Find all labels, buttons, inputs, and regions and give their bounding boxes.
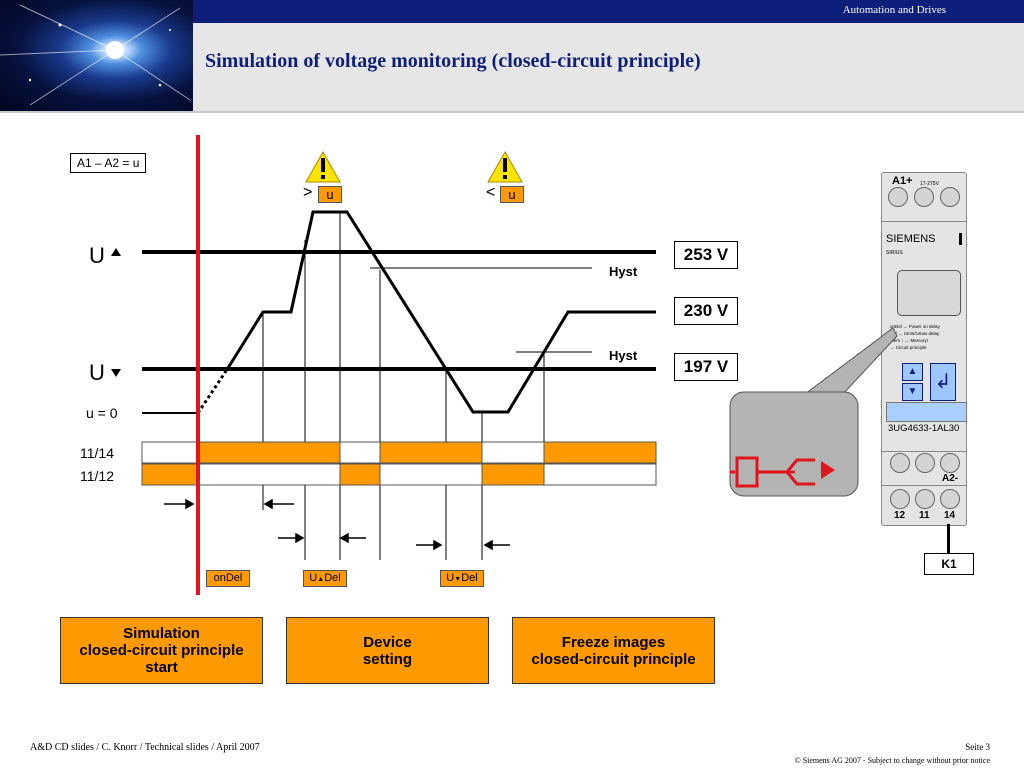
u-up-del-label: U▲Del <box>303 570 347 587</box>
voltage-230-box: 230 V <box>674 297 738 325</box>
voltage-trace <box>226 210 656 414</box>
u-zero-label: u = 0 <box>86 405 118 421</box>
terminal-12-label: 12 <box>894 510 906 521</box>
starfield-image <box>0 0 193 111</box>
terminal-screw-icon <box>890 453 910 473</box>
star-burst-icon <box>0 4 191 106</box>
over-sign: > <box>303 184 313 201</box>
terminal-14-label: 14 <box>944 510 956 521</box>
zoom-callout <box>729 327 898 497</box>
a1-terminal-label: A1+ <box>892 175 913 187</box>
device-settings-legend: onDel → Power on delay Del → Umin/Umax d… <box>890 324 940 350</box>
hyst-lower-label: Hyst <box>609 348 638 363</box>
terminal-screw-icon <box>915 453 935 473</box>
u-lower-label: U <box>89 360 105 385</box>
contact-11-12-label: 11/12 <box>80 468 114 484</box>
supply-label: A1 – A2 = u <box>70 153 147 173</box>
a1-rating: 17-275V <box>920 181 939 187</box>
footer-credit: A&D CD slides / C. Knorr / Technical sli… <box>30 742 260 753</box>
terminal-screw-icon <box>914 187 934 207</box>
contact-11-14-label: 11/14 <box>80 445 114 461</box>
footer-right: Seite 3 © Siemens AG 2007 - Subject to c… <box>794 742 990 765</box>
relay-symbol-icon <box>730 456 815 488</box>
play-arrow-icon <box>821 461 835 479</box>
over-voltage-label: u <box>318 186 342 203</box>
terminal-screw-icon <box>940 453 960 473</box>
terminal-screw-icon <box>890 489 910 509</box>
terminal-screw-icon <box>888 187 908 207</box>
under-sign: < <box>486 184 496 201</box>
top-bar <box>193 0 1024 23</box>
arrow-up-icon <box>111 248 121 256</box>
device-display[interactable] <box>897 270 961 316</box>
brand-text: Automation and Drives <box>842 4 946 16</box>
led-indicator <box>959 233 962 245</box>
voltage-diagram <box>111 135 657 595</box>
k1-wire <box>947 524 950 554</box>
u-down-del-label: U▼Del <box>440 570 484 587</box>
label-strip <box>886 402 967 422</box>
arrow-down-icon <box>111 369 121 377</box>
trace-ramp-dotted <box>196 367 230 414</box>
terminal-screw-icon <box>940 187 960 207</box>
hyst-upper-label: Hyst <box>609 264 638 279</box>
a2-terminal-label: A2- <box>942 473 959 484</box>
enter-button[interactable]: ↲ <box>930 363 956 401</box>
down-button[interactable]: ▼ <box>902 383 923 401</box>
voltage-253-box: 253 V <box>674 241 738 269</box>
device-series: SIRIUS <box>886 250 903 256</box>
relay-device: A1+ 17-275V SIEMENS SIRIUS onDel → Power… <box>881 172 967 526</box>
ondel-label: onDel <box>206 570 250 587</box>
u-upper-label: U <box>89 243 105 268</box>
order-number: 3UG4633-1AL30 <box>888 423 960 434</box>
warning-icon-over <box>305 150 341 183</box>
voltage-197-box: 197 V <box>674 353 738 381</box>
terminal-11-label: 11 <box>919 510 930 521</box>
terminal-screw-icon <box>940 489 960 509</box>
header-divider <box>0 111 1024 113</box>
warning-icon-under <box>487 150 523 183</box>
terminal-screw-icon <box>915 489 935 509</box>
k1-relay-box: K1 <box>924 553 974 575</box>
title-bar <box>193 23 1024 111</box>
under-voltage-label: u <box>500 186 524 203</box>
device-brand: SIEMENS <box>886 233 936 245</box>
page-title: Simulation of voltage monitoring (closed… <box>205 50 701 72</box>
up-button[interactable]: ▲ <box>902 363 923 381</box>
